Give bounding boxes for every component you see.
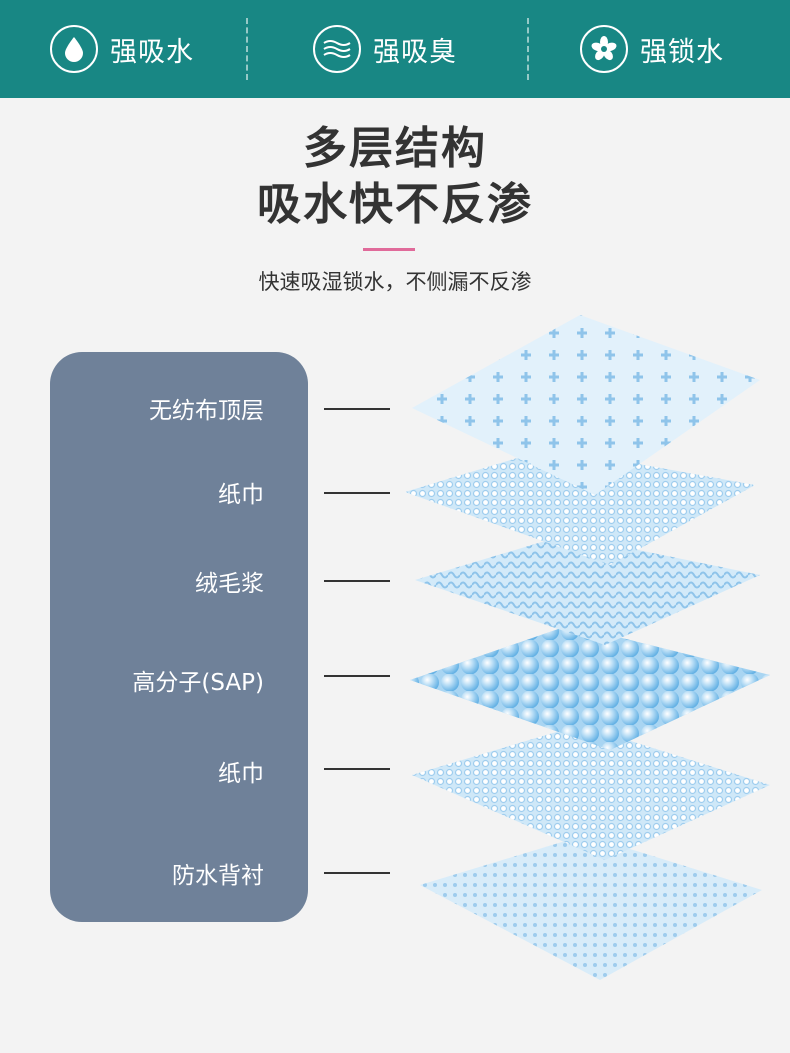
- feature-label: 强锁水: [640, 36, 724, 68]
- layer-tissue: [405, 448, 755, 565]
- feature-lock-water: 强锁水: [580, 0, 724, 98]
- waves-icon: [313, 25, 361, 73]
- leader-line: [324, 675, 390, 677]
- headline-line-1: 多层结构: [303, 123, 487, 174]
- feature-absorb-odor: 强吸臭: [313, 0, 457, 98]
- layer-tissue-2: [412, 725, 770, 860]
- feature-label: 强吸水: [110, 36, 194, 68]
- water-drop-icon: [50, 25, 98, 73]
- layer-label-tissue: 纸巾: [218, 482, 264, 508]
- features-bar: 强吸水 强吸臭 强锁水: [0, 0, 790, 98]
- layer-stack-illustration: [405, 315, 770, 980]
- layer-label-fluff-pulp: 绒毛浆: [195, 571, 264, 597]
- layer-fluff-pulp: [415, 535, 760, 645]
- leader-line: [324, 580, 390, 582]
- layer-sap: [410, 625, 770, 750]
- headline-line-2: 吸水快不反渗: [257, 179, 533, 230]
- accent-divider: [363, 248, 415, 251]
- leader-line: [324, 408, 390, 410]
- leader-line: [324, 872, 390, 874]
- flower-icon: [580, 25, 628, 73]
- layer-backsheet: [420, 835, 762, 980]
- subtitle: 快速吸湿锁水，不侧漏不反渗: [258, 270, 532, 294]
- divider: [527, 18, 529, 80]
- layer-label-sap: 高分子(SAP): [132, 670, 264, 696]
- layer-label-tissue-2: 纸巾: [218, 761, 264, 787]
- feature-absorb-water: 强吸水: [50, 0, 194, 98]
- divider: [246, 18, 248, 80]
- layer-label-backsheet: 防水背衬: [172, 863, 264, 889]
- layer-top-nonwoven: [412, 315, 760, 495]
- layer-label-top: 无纺布顶层: [149, 398, 264, 424]
- feature-label: 强吸臭: [373, 36, 457, 68]
- leader-line: [324, 768, 390, 770]
- leader-line: [324, 492, 390, 494]
- layer-label-panel: [50, 352, 308, 922]
